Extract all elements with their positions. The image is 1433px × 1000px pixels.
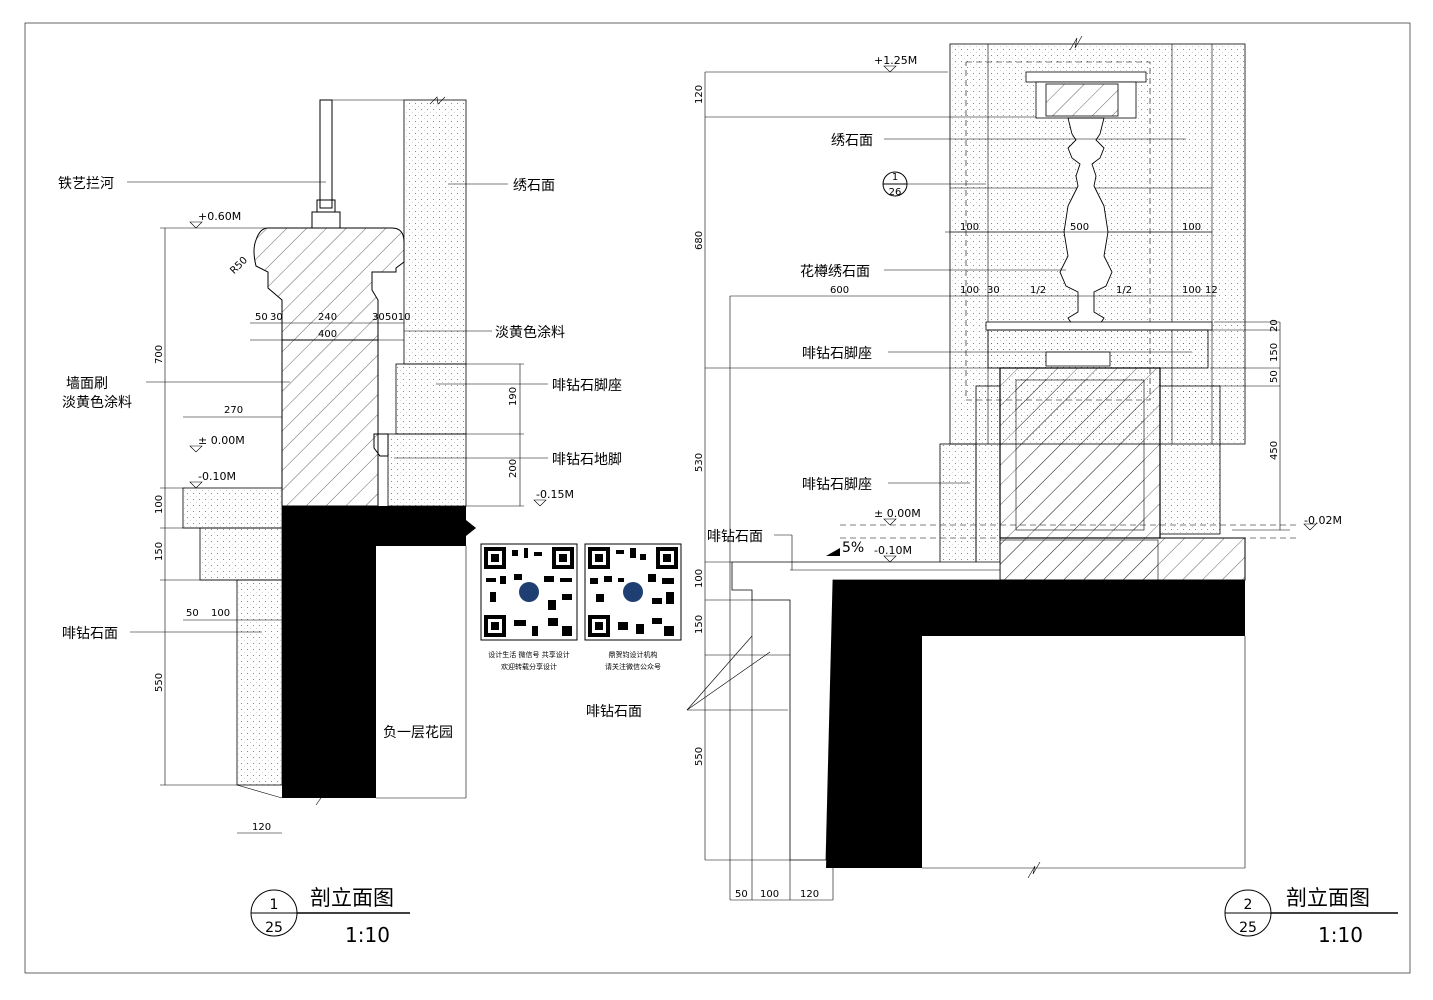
dim-200: 200 xyxy=(508,459,519,478)
left-skirting-stone xyxy=(387,433,467,507)
dim-r-100b: 100 xyxy=(1182,222,1201,233)
left-step-stone xyxy=(182,487,283,529)
dim-r50: R50 xyxy=(228,255,250,277)
dim-100v: 100 xyxy=(154,495,165,514)
dim-r-100d: 100 xyxy=(1182,285,1201,296)
dim-r-half2: 1/2 xyxy=(1116,285,1132,296)
level-right-top: +1.25M xyxy=(874,54,917,67)
label-left-coffee-base: 啡钻石脚座 xyxy=(552,378,622,394)
label-right-coffee-base-upper: 啡钻石脚座 xyxy=(802,346,872,362)
right-section xyxy=(686,35,1317,901)
dim-240: 240 xyxy=(318,312,337,323)
slope-label: 5% xyxy=(842,540,864,556)
right-lower-base xyxy=(939,443,977,565)
sheet-border xyxy=(24,22,1411,974)
title-right-index-bottom: 25 xyxy=(1239,920,1257,936)
qr-logo-left xyxy=(519,582,539,602)
level-left-minus010: -0.10M xyxy=(198,470,236,483)
dim-r-120h: 120 xyxy=(800,889,819,900)
dim-r-100h: 100 xyxy=(760,889,779,900)
dim-r-120v: 120 xyxy=(694,85,705,104)
level-right-minus002: -0.02M xyxy=(1304,514,1342,527)
dim-r-150r: 150 xyxy=(1269,343,1280,362)
level-left-top: +0.60M xyxy=(198,210,241,223)
label-wall-paint-line2: 淡黄色涂料 xyxy=(62,394,132,411)
left-stone-column xyxy=(236,579,283,786)
left-concrete xyxy=(282,506,466,798)
dim-100h: 100 xyxy=(211,608,230,619)
label-right-coffee-base-lower: 啡钻石脚座 xyxy=(802,477,872,493)
level-left-minus015: -0.15M xyxy=(536,488,574,501)
dim-r-12: 12 xyxy=(1205,285,1218,296)
label-coffee-skirting: 啡钻石地脚 xyxy=(552,452,622,468)
dim-30a: 30 xyxy=(270,312,283,323)
dim-r-20: 20 xyxy=(1269,319,1280,332)
dim-r-100c: 100 xyxy=(960,285,979,296)
right-concrete xyxy=(826,580,1245,868)
left-stone-wall xyxy=(403,99,467,365)
dim-r-600: 600 xyxy=(830,285,849,296)
level-right-zero: ± 0.00M xyxy=(874,507,921,520)
title-left-name: 剖立面图 xyxy=(310,886,394,910)
dim-r-100a: 100 xyxy=(960,222,979,233)
dim-120: 120 xyxy=(252,822,271,833)
dim-5010: 5010 xyxy=(385,312,410,323)
dim-700: 700 xyxy=(154,345,165,364)
label-pale-yellow-paint: 淡黄色涂料 xyxy=(495,324,565,341)
qr-left-caption-2: 欢迎转载分享设计 xyxy=(501,662,557,671)
label-right-coffee-face-bottom: 啡钻石面 xyxy=(586,704,642,720)
dim-r-500: 500 xyxy=(1070,222,1089,233)
dim-50: 50 xyxy=(255,312,268,323)
dim-r-30: 30 xyxy=(987,285,1000,296)
railing xyxy=(319,99,333,209)
dim-r-150v: 150 xyxy=(694,615,705,634)
title-right-scale: 1:10 xyxy=(1318,923,1363,947)
dim-190: 190 xyxy=(508,387,519,406)
level-right-minus010: -0.10M xyxy=(874,544,912,557)
title-right-name: 剖立面图 xyxy=(1286,886,1370,910)
title-left-scale: 1:10 xyxy=(345,923,390,947)
label-right-coffee-face-top: 啡钻石面 xyxy=(707,529,763,545)
qr-left-caption-1: 设计生活 微信号 共享设计 xyxy=(488,650,569,659)
dim-50h: 50 xyxy=(186,608,199,619)
dim-r-50r: 50 xyxy=(1269,370,1280,383)
qr-codes xyxy=(480,543,682,641)
label-left-coffee-face: 啡钻石面 xyxy=(62,626,118,642)
dim-400: 400 xyxy=(318,329,337,340)
title-left-index-top: 1 xyxy=(270,897,279,913)
title-right-index-top: 2 xyxy=(1244,897,1253,913)
level-left-zero: ± 0.00M xyxy=(198,434,245,447)
left-base-stone xyxy=(395,363,467,435)
dim-r-550v: 550 xyxy=(694,747,705,766)
label-baluster-stone: 花樽绣石面 xyxy=(800,263,870,280)
dim-r-50h: 50 xyxy=(735,889,748,900)
dim-150v: 150 xyxy=(154,542,165,561)
dim-r-half1: 1/2 xyxy=(1030,285,1046,296)
dim-550: 550 xyxy=(154,673,165,692)
title-left-index-bottom: 25 xyxy=(265,920,283,936)
qr-logo-right xyxy=(623,582,643,602)
dim-r-680: 680 xyxy=(694,231,705,250)
dim-30b: 30 xyxy=(372,312,385,323)
label-basement-garden: 负一层花园 xyxy=(383,725,453,741)
callout-bottom: 26 xyxy=(889,187,902,198)
qr-right-caption-2: 请关注微信公众号 xyxy=(605,662,661,671)
dim-r-100v: 100 xyxy=(694,569,705,588)
label-railing: 铁艺拦河 xyxy=(58,176,114,192)
qr-right-caption-1: 鼎贺钧设计机构 xyxy=(609,650,658,659)
label-right-stone-face: 绣石面 xyxy=(831,133,873,149)
coping-cap xyxy=(253,227,405,341)
left-wall-body xyxy=(281,339,379,507)
callout-top: 1 xyxy=(892,172,898,183)
label-wall-paint-line1: 墙面刷 xyxy=(66,376,108,392)
label-left-stone-face: 绣石面 xyxy=(513,178,555,194)
dim-r-530: 530 xyxy=(694,453,705,472)
dim-270: 270 xyxy=(224,405,243,416)
left-section xyxy=(127,96,548,834)
dim-r-450: 450 xyxy=(1269,441,1280,460)
